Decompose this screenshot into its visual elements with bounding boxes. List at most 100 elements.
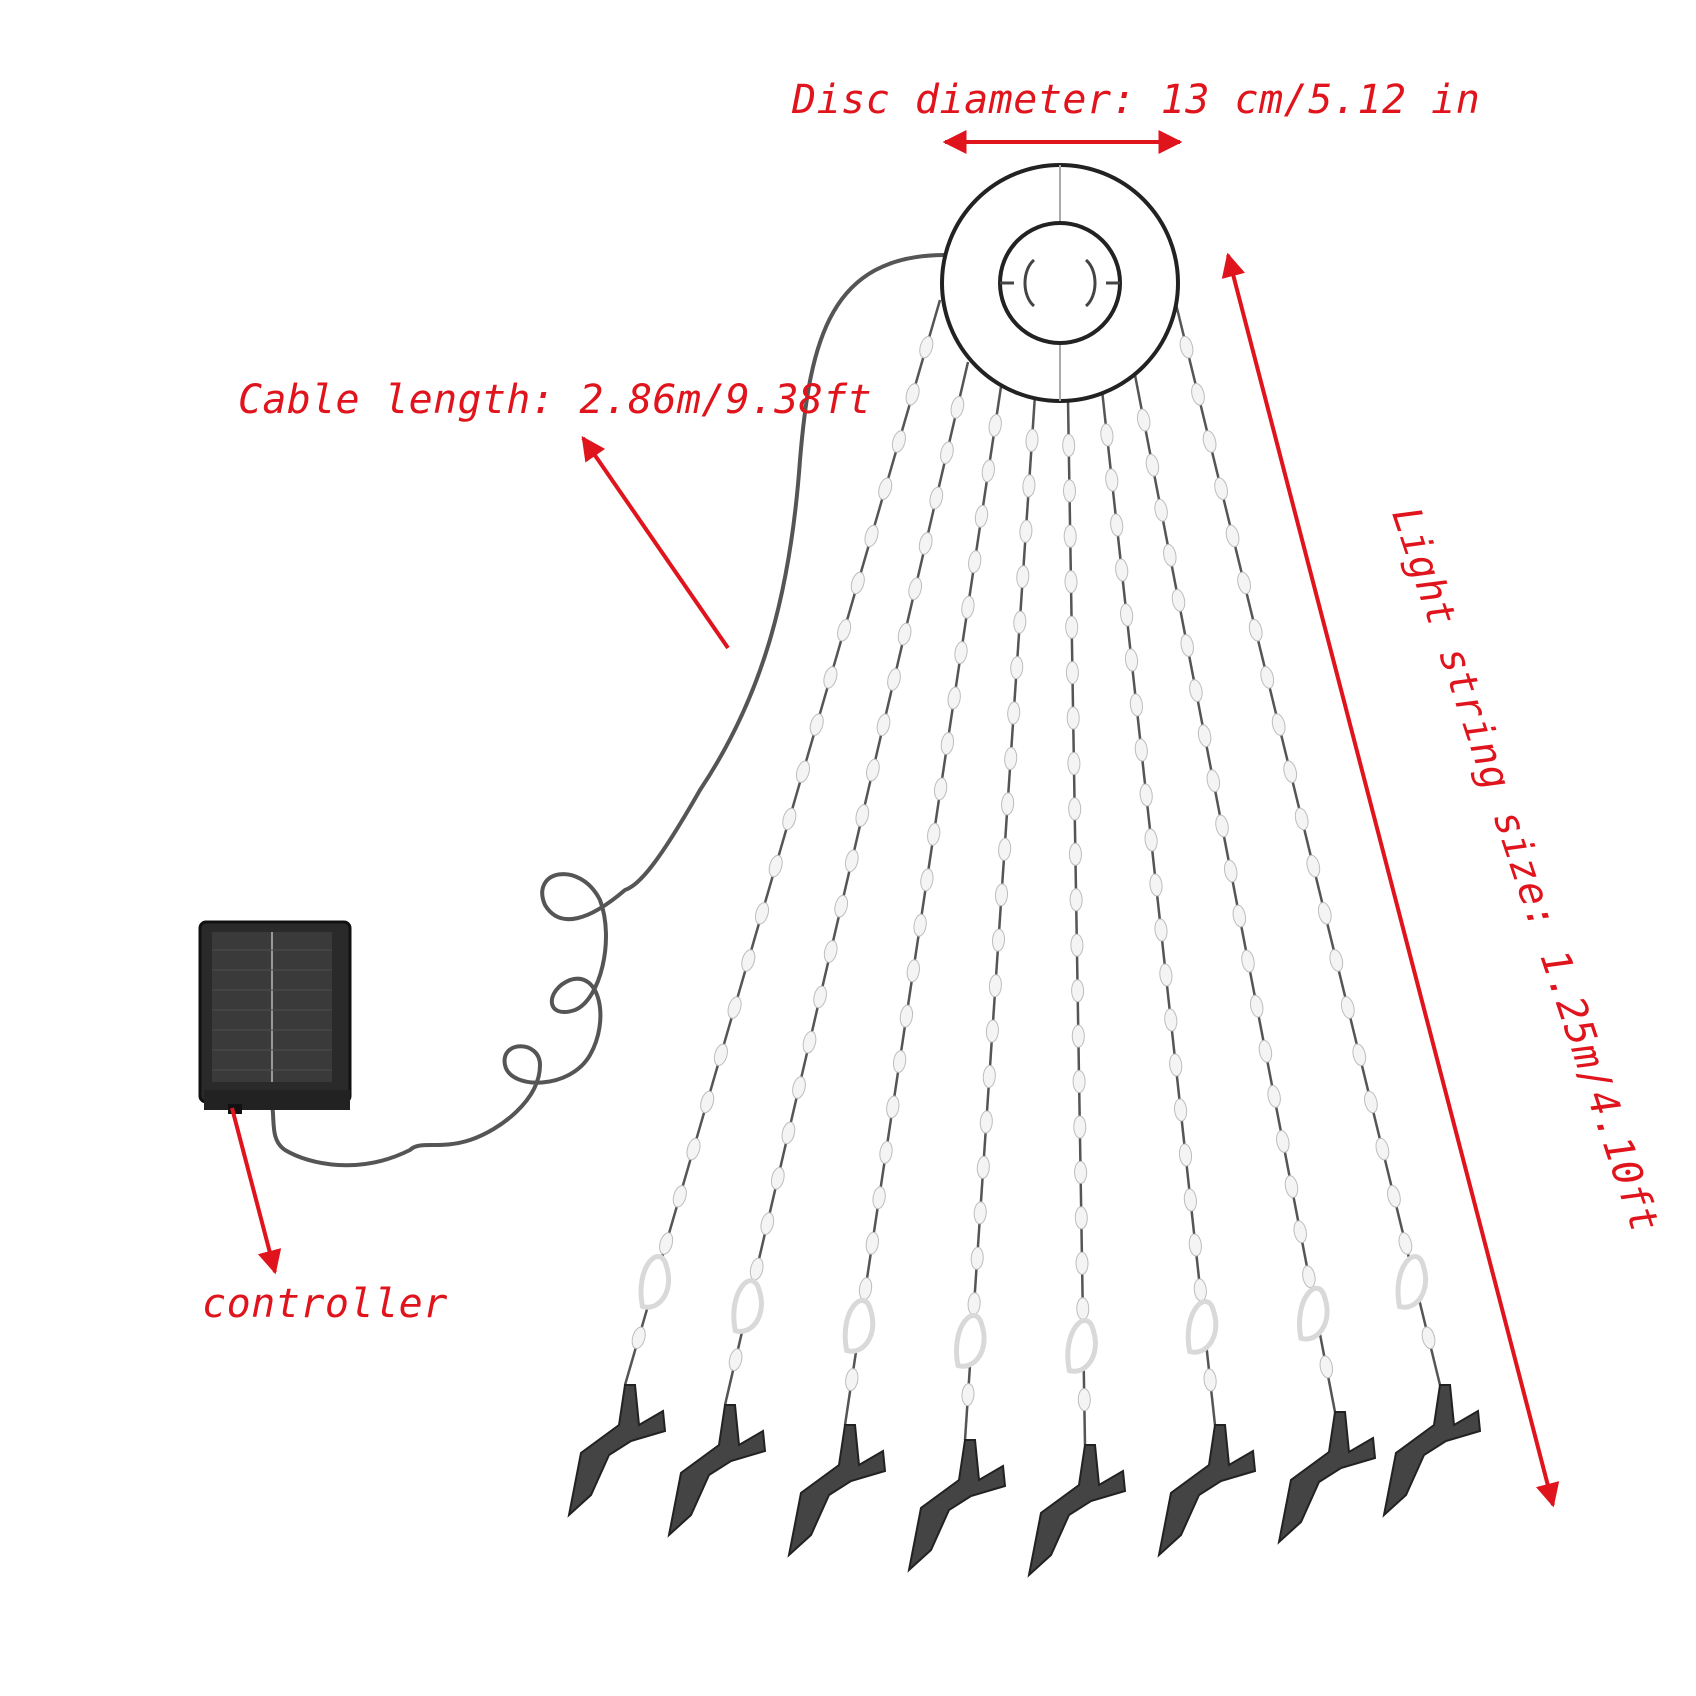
led-bulb [686,1137,701,1161]
led-bulb [1329,949,1344,972]
led-bulb [1139,783,1153,807]
led-bulb [933,777,948,801]
led-bulb [905,383,920,406]
led-bulb [1421,1326,1436,1350]
led-bulb [1149,873,1163,897]
led-bulb [728,1348,743,1371]
alligator-clip [667,1404,767,1538]
hook [638,1254,672,1310]
led-bulb [918,532,933,555]
led-bulb [1248,618,1263,642]
led-bulb [782,807,797,831]
led-bulb [1105,468,1119,492]
led-bulb [1352,1043,1367,1067]
led-bulb [844,849,859,873]
led-bulb [770,1167,785,1190]
led-bulb [913,913,927,937]
led-bulb [1072,1070,1086,1093]
led-bulb [920,868,934,892]
led-bulb [1306,854,1321,878]
led-bulb [1134,738,1148,762]
led-bulb [749,1257,764,1281]
led-bulb [1188,1233,1202,1257]
led-bulb [1066,706,1080,730]
led-bulb [813,985,827,1009]
alligator-clip [787,1424,887,1558]
led-bulb [1293,1220,1307,1244]
led-bulb [1001,792,1015,816]
led-bulb [979,1110,993,1134]
led-bulb [802,1030,817,1054]
alligator-clip [1157,1424,1257,1558]
led-bulb [1154,498,1168,522]
led-bulb [967,1292,981,1316]
led-bulb [970,1246,984,1270]
alligator-clip [567,1384,667,1518]
led-bulb [947,686,961,710]
led-bulb [1302,1265,1316,1289]
led-bulb [892,1050,907,1073]
led-bulb [908,577,923,600]
led-bulb [961,595,975,619]
led-bulb [991,928,1006,952]
hook [731,1278,764,1334]
light-string [567,299,942,1518]
light-string [667,361,970,1538]
led-bulb [1073,1115,1087,1139]
led-bulb [940,732,955,755]
led-bulb [1074,1206,1088,1230]
led-bulb [1387,1185,1401,1208]
string-wire [1100,389,1217,1426]
led-bulb [845,1368,859,1392]
led-bulb [973,1201,987,1225]
led-bulb [1340,996,1355,1019]
light-string [1100,389,1257,1558]
led-bulb [1317,902,1332,925]
led-bulb [850,571,865,595]
hook [1185,1299,1219,1355]
led-bulb [1145,453,1160,477]
led-bulb [1319,1355,1334,1379]
led-bulb [1202,430,1217,453]
led-bulb [1071,1024,1085,1048]
led-bulb [981,459,995,483]
led-bulb [1144,828,1158,852]
led-bulb [1258,1039,1273,1063]
led-bulb [1074,1160,1088,1184]
led-bulb [1249,994,1264,1018]
led-bulb [1375,1137,1390,1161]
led-bulb [1283,760,1298,783]
hook [1297,1285,1330,1342]
led-bulb [1267,1085,1281,1108]
led-bulb [1100,423,1114,447]
led-bulb [834,894,849,918]
light-string [787,379,1004,1558]
led-bulb [1164,1008,1178,1032]
light-string [907,394,1039,1573]
led-bulb [878,477,893,500]
solar-panel [198,920,352,1114]
led-bulb [795,760,811,783]
led-bulb [1178,1143,1193,1167]
hook [954,1313,987,1369]
led-bulb [781,1121,796,1145]
hook [842,1298,876,1354]
led-bulb [1284,1175,1299,1198]
alligator-clip [907,1439,1007,1573]
led-bulb [727,996,742,1019]
led-bulb [809,713,824,736]
led-bulb [974,504,989,528]
led-bulb [1294,807,1309,831]
led-bulb [1271,713,1286,736]
led-bulb [659,1232,674,1255]
led-bulb [1065,661,1079,685]
led-bulb [1062,479,1077,503]
hook [1065,1318,1098,1374]
led-bulb [988,413,1002,437]
led-bulb [1169,1053,1183,1077]
led-bulb [1062,433,1076,457]
cable-length-label: Cable length: 2.86m/9.38ft [238,377,872,423]
led-bulb [1007,701,1021,725]
led-bulb [1019,519,1033,543]
